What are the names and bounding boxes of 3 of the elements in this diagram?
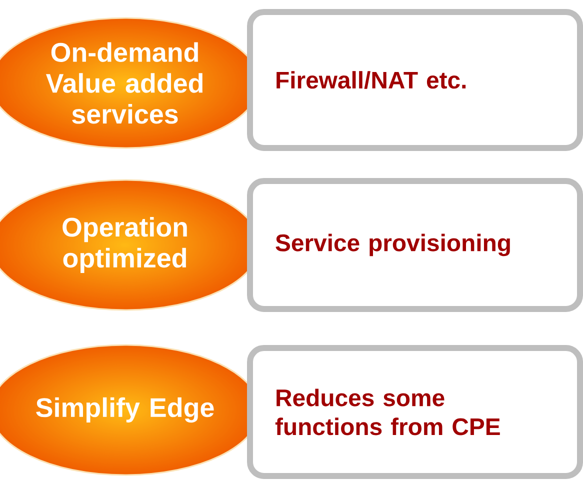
text-box: Service provisioning [247,178,583,312]
text-box: Reduces some functions from CPE [247,344,583,479]
text-box: Firewall/NAT etc. [247,9,583,151]
